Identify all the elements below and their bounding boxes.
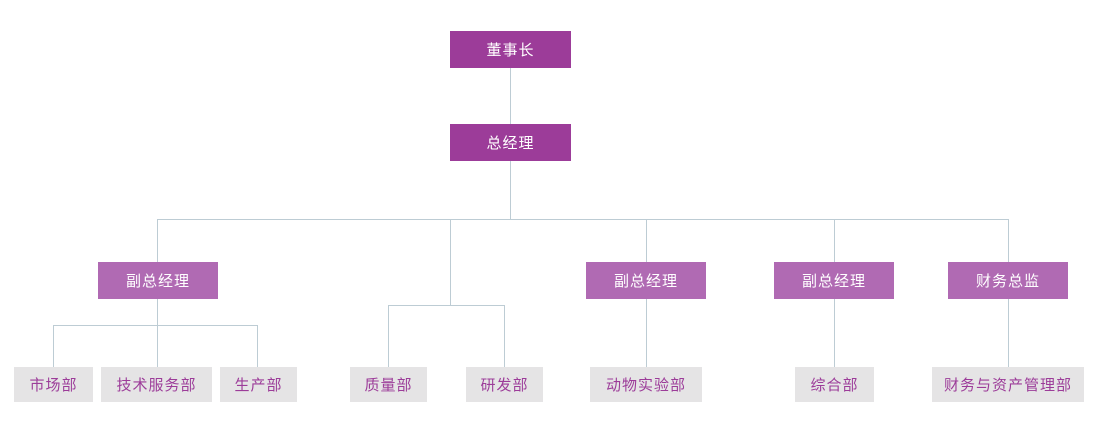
connector-gm-drop — [510, 161, 511, 219]
node-label: 副总经理 — [125, 273, 190, 290]
node-animal-experiment-dept[interactable]: 动物实验部 — [590, 367, 702, 402]
connector-bus-drop-branch-5 — [1008, 219, 1009, 262]
node-general-manager[interactable]: 总经理 — [450, 124, 571, 161]
connector-branch2-to-rnd — [504, 305, 505, 367]
node-chairman[interactable]: 董事长 — [450, 31, 571, 68]
node-quality-dept[interactable]: 质量部 — [350, 367, 427, 402]
node-finance-director[interactable]: 财务总监 — [948, 262, 1068, 299]
node-deputy-gm-3[interactable]: 副总经理 — [774, 262, 894, 299]
node-label: 副总经理 — [801, 273, 866, 290]
node-label: 副总经理 — [613, 273, 678, 290]
node-label: 财务总监 — [975, 273, 1040, 290]
connector-bus-drop-branch-3 — [646, 219, 647, 262]
connector-branch3-to-animal-lab — [646, 299, 647, 367]
connector-bus-drop-branch-2 — [450, 219, 451, 306]
node-marketing-dept[interactable]: 市场部 — [14, 367, 93, 402]
node-rnd-dept[interactable]: 研发部 — [466, 367, 543, 402]
connector-branch5-to-finance-asset — [1008, 299, 1009, 367]
node-label: 市场部 — [29, 377, 78, 394]
connector-branch2-bus — [388, 305, 505, 306]
connector-main-bus — [157, 219, 1009, 220]
node-label: 总经理 — [486, 135, 535, 152]
connector-branch2-to-quality — [388, 305, 389, 367]
connector-branch1-to-production — [257, 325, 258, 367]
node-deputy-gm-1[interactable]: 副总经理 — [98, 262, 218, 299]
node-label: 生产部 — [234, 377, 283, 394]
connector-chairman-to-gm — [510, 68, 511, 124]
node-label: 财务与资产管理部 — [943, 377, 1072, 394]
node-technical-service-dept[interactable]: 技术服务部 — [101, 367, 212, 402]
node-label: 研发部 — [480, 377, 529, 394]
node-label: 质量部 — [364, 377, 413, 394]
node-production-dept[interactable]: 生产部 — [220, 367, 297, 402]
node-finance-asset-management-dept[interactable]: 财务与资产管理部 — [932, 367, 1084, 402]
connector-bus-drop-branch-4 — [834, 219, 835, 262]
node-label: 综合部 — [810, 377, 859, 394]
connector-branch1-to-marketing — [53, 325, 54, 367]
node-label: 技术服务部 — [116, 377, 197, 394]
connector-branch1-to-tech-service — [157, 325, 158, 367]
node-label: 董事长 — [486, 42, 535, 59]
connector-branch1-drop — [157, 299, 158, 325]
connector-branch4-to-general-affairs — [834, 299, 835, 367]
connector-branch1-bus — [53, 325, 258, 326]
node-general-affairs-dept[interactable]: 综合部 — [795, 367, 874, 402]
connector-bus-drop-branch-1 — [157, 219, 158, 262]
node-deputy-gm-2[interactable]: 副总经理 — [586, 262, 706, 299]
node-label: 动物实验部 — [605, 377, 686, 394]
